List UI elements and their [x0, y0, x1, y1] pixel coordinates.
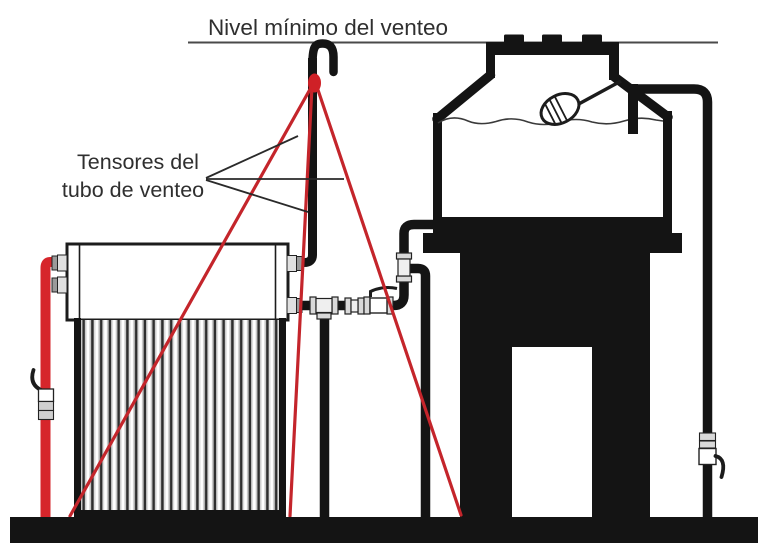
- tank-wall-right: [663, 111, 672, 225]
- hot-water-pipe: [40, 257, 62, 518]
- tank-pedestal: [423, 233, 682, 518]
- tank-wall-left: [433, 113, 442, 225]
- tensioners-label-line1: Tensores del: [77, 150, 199, 174]
- tank-neck-right: [609, 42, 619, 80]
- pedestal-base-slab: [423, 233, 682, 253]
- tensioners-label-line2: tubo de venteo: [62, 178, 204, 202]
- float-ball: [539, 92, 581, 126]
- leader-line-lower: [205, 179, 309, 213]
- tank-flare-right: [609, 72, 673, 122]
- vertical-tee: [395, 252, 413, 283]
- ball-valve-lever: [369, 286, 398, 297]
- tensioner-cable-left: [68, 82, 315, 518]
- collector-frame-left: [74, 318, 81, 517]
- ground: [10, 517, 758, 543]
- collector-tank: [65, 242, 290, 322]
- collector-frame-right: [279, 318, 286, 517]
- storage-tank: [432, 34, 713, 518]
- leader-lines: [205, 135, 344, 213]
- tank-lid-bump: [542, 34, 562, 44]
- leader-line-upper: [205, 135, 299, 179]
- pipe-union: [344, 297, 365, 315]
- collector-frame-bottom: [74, 510, 286, 518]
- tank-lid-bumps: [504, 34, 602, 44]
- tank-lid-bump: [504, 34, 524, 44]
- float-arm: [574, 79, 622, 108]
- tensioner-cable-right: [314, 82, 463, 517]
- fill-valve: [698, 432, 726, 479]
- vent-pipe-hook: [308, 39, 338, 77]
- vent-min-level-label: Nivel mínimo del venteo: [208, 15, 448, 40]
- tank-bottom: [433, 217, 672, 234]
- tensioner-cable-middle: [288, 84, 314, 518]
- cold-water-line: [301, 219, 442, 518]
- hot-water-valve: [30, 368, 55, 421]
- tensioner-cables: [68, 73, 463, 518]
- tank-lid-bump: [582, 34, 602, 44]
- solar-collector: [65, 242, 290, 518]
- water-line: [437, 117, 664, 126]
- fill-pipe: [632, 84, 713, 518]
- collector-port-hot-out: [51, 254, 68, 272]
- fill-pipe-drop: [628, 84, 638, 134]
- cold-pipe-service-drop: [404, 263, 431, 518]
- tank-rim: [486, 42, 617, 55]
- pedestal-body: [460, 253, 650, 518]
- fill-valve-handle: [713, 454, 726, 479]
- tank-neck-left: [486, 42, 495, 78]
- collector-port-left-lower: [51, 276, 68, 294]
- pipe-tee: [309, 296, 339, 320]
- collector-tubes: [75, 320, 285, 512]
- tensioner-knot: [308, 73, 321, 93]
- tank-flare-left: [432, 70, 496, 124]
- collector-port-vent: [286, 255, 303, 272]
